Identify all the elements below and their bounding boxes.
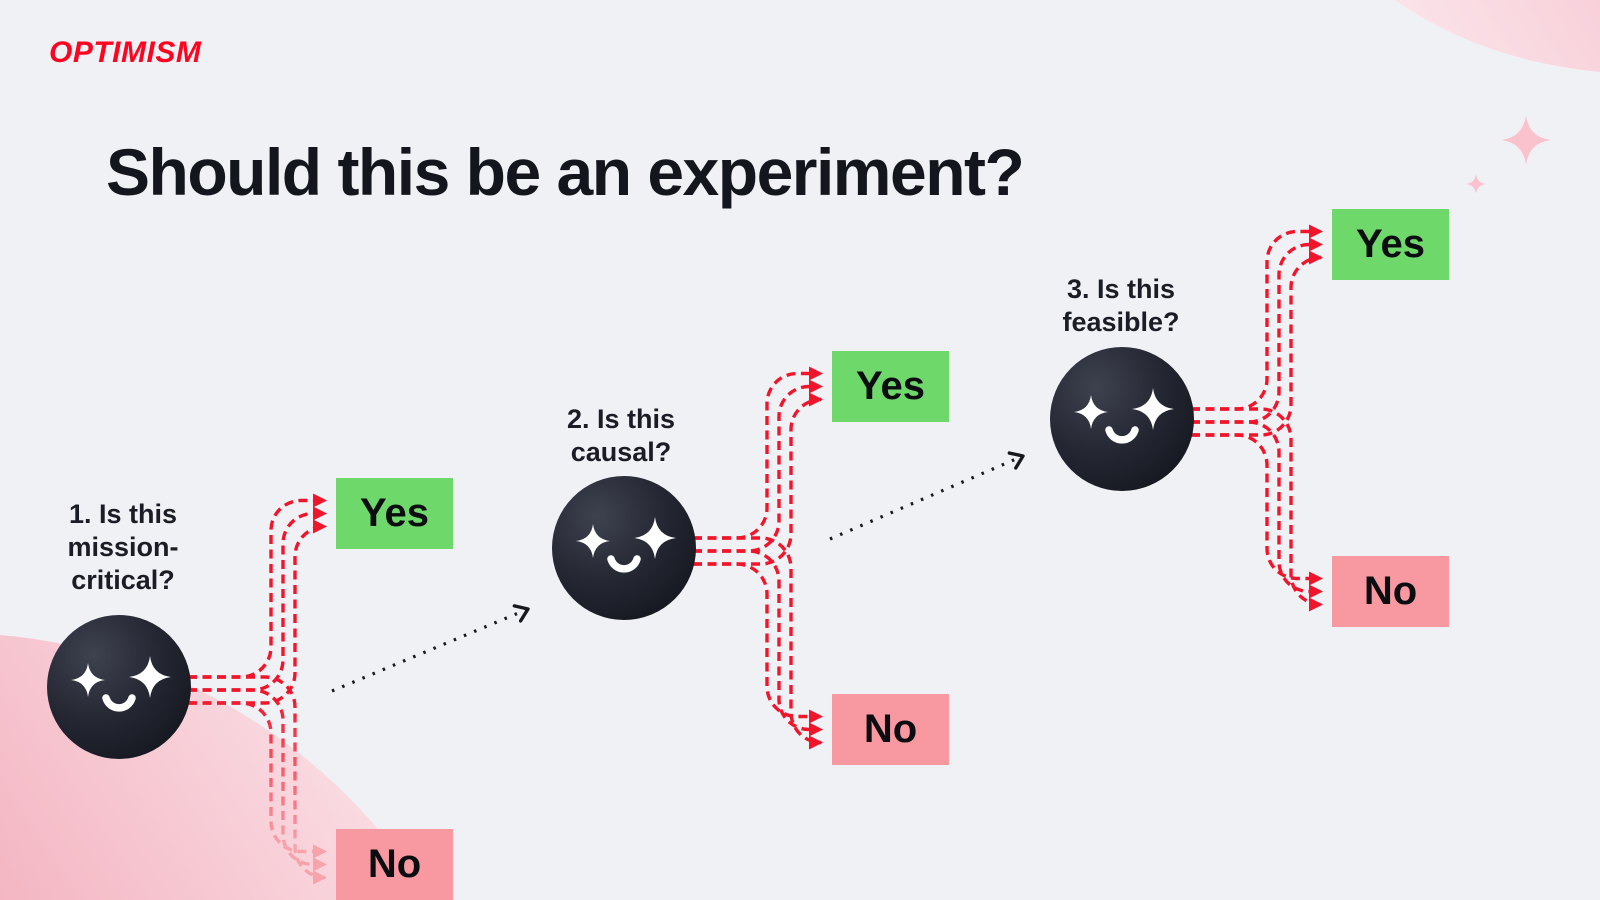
answer-box-yes-3: Yes [1332,209,1449,280]
dotted-arrow-icon [331,604,530,693]
sparkle-icon [1466,115,1551,194]
stage-question-1: 1. Is this mission- critical? [67,499,179,595]
page-title: Should this be an experiment? [106,135,1025,209]
dashed-arrow-icon [664,366,823,750]
dotted-arrow-icon [829,451,1025,541]
stage-question-2: 2. Is this causal? [566,404,676,467]
answer-box-yes-1: Yes [336,478,453,549]
answer-box-no-2: No [832,694,949,765]
sparkle-face-icon [1050,347,1194,491]
stage-question-3: 3. Is this feasible? [1062,274,1180,337]
brand-logo: OPTIMISM [49,36,202,69]
answer-box-no-1: No [336,829,453,900]
dashed-arrow-icon [159,493,327,885]
sparkle-face-icon [552,476,696,620]
sparkle-face-icon [47,615,191,759]
answer-box-yes-2: Yes [832,351,949,422]
dashed-arrow-icon [1162,224,1323,612]
answer-box-no-3: No [1332,556,1449,627]
